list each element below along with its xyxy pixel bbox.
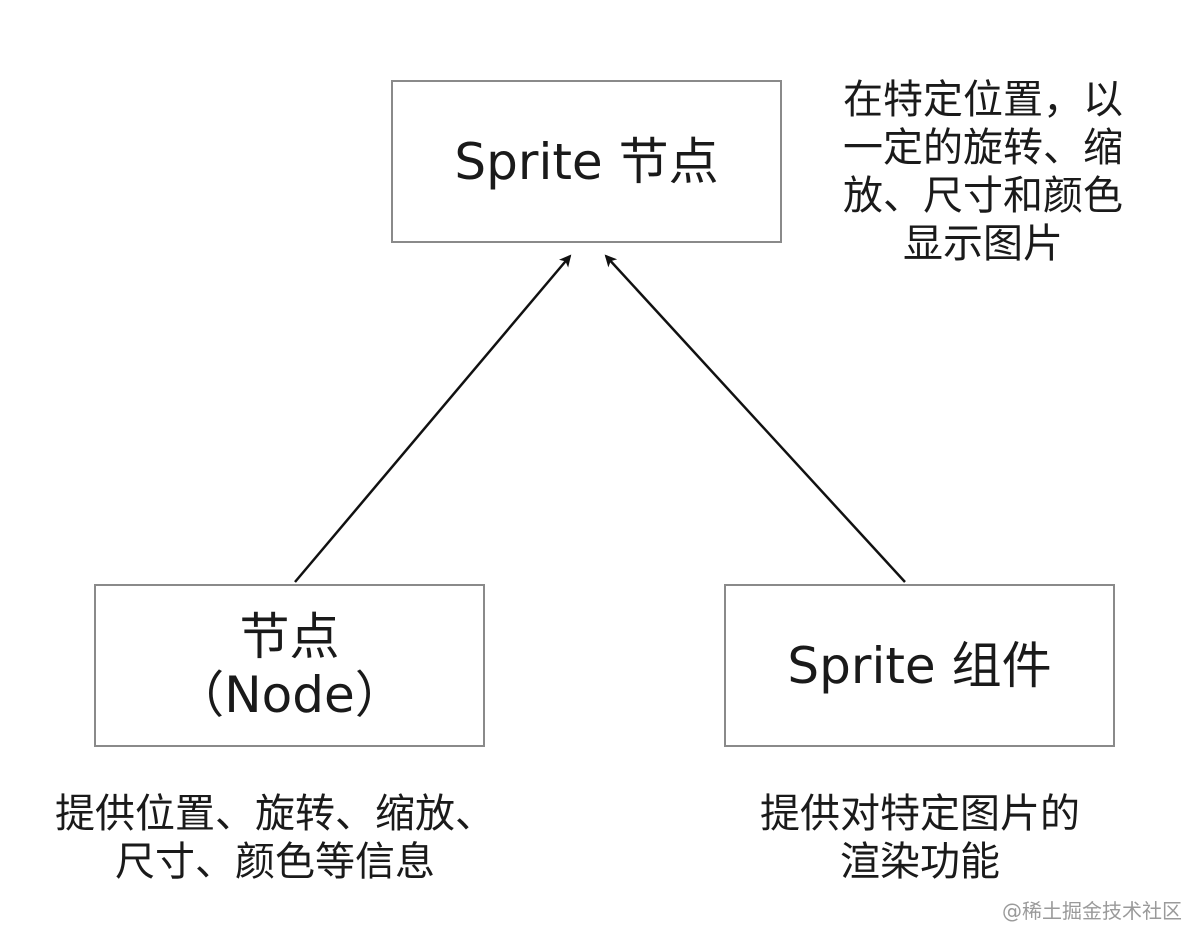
watermark: @稀土掘金技术社区	[1002, 899, 1182, 923]
arrow-node-to-sprite-node	[294, 254, 572, 583]
sprite-node-note-line: 放、尺寸和颜色	[843, 173, 1123, 219]
node-label-line1: 节点	[239, 607, 340, 666]
node-note-line: 提供位置、旋转、缩放、	[55, 791, 495, 837]
sprite-node-label: Sprite 节点	[454, 132, 719, 191]
sprite-component-note-line: 渲染功能	[840, 839, 1000, 885]
sprite-node-note-line: 在特定位置，以	[843, 77, 1123, 123]
node-box: 节点 （Node）	[94, 584, 485, 747]
sprite-component-note-line: 提供对特定图片的	[760, 791, 1080, 837]
node-note-line: 尺寸、颜色等信息	[115, 839, 435, 885]
sprite-node-note: 在特定位置，以 一定的旋转、缩 放、尺寸和颜色 显示图片	[818, 76, 1148, 268]
sprite-node-box: Sprite 节点	[391, 80, 782, 243]
sprite-node-note-line: 一定的旋转、缩	[843, 125, 1123, 171]
sprite-component-box: Sprite 组件	[724, 584, 1115, 747]
node-label-line2: （Node）	[174, 665, 405, 724]
sprite-node-note-line: 显示图片	[903, 221, 1063, 267]
sprite-component-label: Sprite 组件	[787, 636, 1052, 695]
node-note: 提供位置、旋转、缩放、 尺寸、颜色等信息	[40, 790, 510, 886]
sprite-component-note: 提供对特定图片的 渲染功能	[700, 790, 1140, 886]
arrow-sprite-component-to-sprite-node	[604, 254, 906, 583]
